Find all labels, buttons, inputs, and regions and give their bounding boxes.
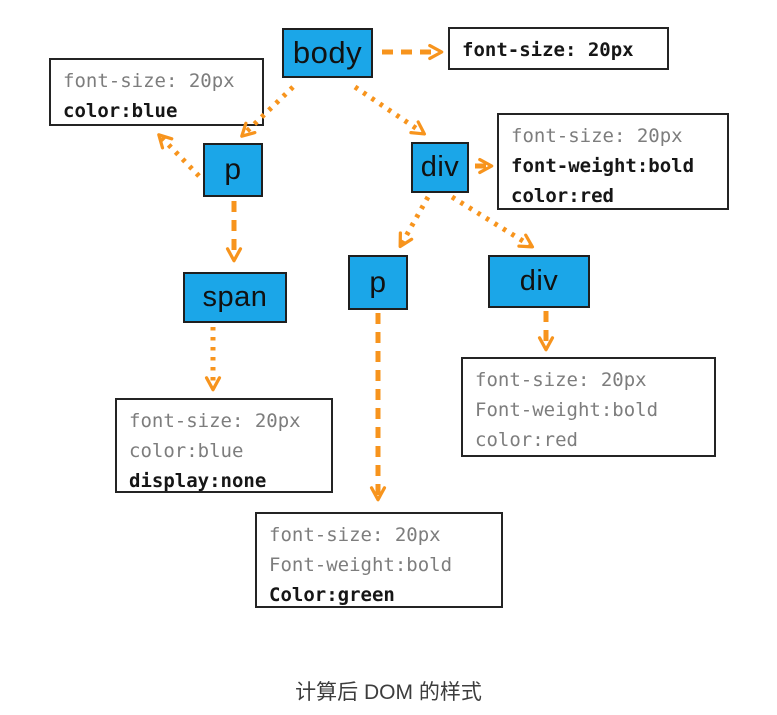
- node-div-child: div: [488, 255, 590, 308]
- css-line: color:red: [511, 185, 614, 207]
- css-line: font-size: 20px: [462, 39, 634, 61]
- node-div: div: [411, 142, 469, 193]
- node-span: span: [183, 272, 287, 323]
- arrow-div-to-p-child: [398, 195, 431, 249]
- diagram-caption: 计算后 DOM 的样式: [295, 681, 482, 704]
- css-line: font-weight:bold: [511, 155, 695, 177]
- css-line: color:blue: [129, 440, 244, 462]
- node-p: p: [203, 143, 263, 197]
- css-line: font-size: 20px: [475, 369, 647, 391]
- css-line: Font-weight:bold: [269, 554, 453, 576]
- css-line: font-size: 20px: [129, 410, 301, 432]
- node-body: body: [282, 28, 373, 78]
- node-label: p: [224, 153, 242, 186]
- style-box-body: font-size: 20px: [448, 27, 669, 70]
- arrow-p-to-p-style: [157, 133, 201, 178]
- css-line: font-size: 20px: [511, 125, 683, 147]
- node-label: div: [420, 151, 460, 183]
- css-line: Color:green: [269, 584, 395, 606]
- css-line: color:blue: [63, 100, 178, 122]
- style-box-span: font-size: 20px color:blue display:none: [115, 398, 333, 493]
- css-line: color:red: [475, 429, 578, 451]
- style-box-div: font-size: 20px font-weight:bold color:r…: [497, 113, 729, 210]
- node-label: p: [369, 265, 387, 299]
- node-label: span: [202, 281, 268, 313]
- css-line: font-size: 20px: [63, 70, 235, 92]
- css-line: font-size: 20px: [269, 524, 441, 546]
- css-line: Font-weight:bold: [475, 399, 659, 421]
- arrow-body-to-div: [353, 84, 427, 136]
- style-box-p: font-size: 20px color:blue: [49, 58, 264, 126]
- node-label: body: [292, 35, 363, 70]
- node-p-child: p: [348, 255, 408, 310]
- style-box-p2: font-size: 20px Font-weight:bold Color:g…: [255, 512, 503, 608]
- style-box-div2: font-size: 20px Font-weight:bold color:r…: [461, 357, 716, 457]
- node-label: div: [519, 265, 559, 297]
- css-line: display:none: [129, 470, 267, 492]
